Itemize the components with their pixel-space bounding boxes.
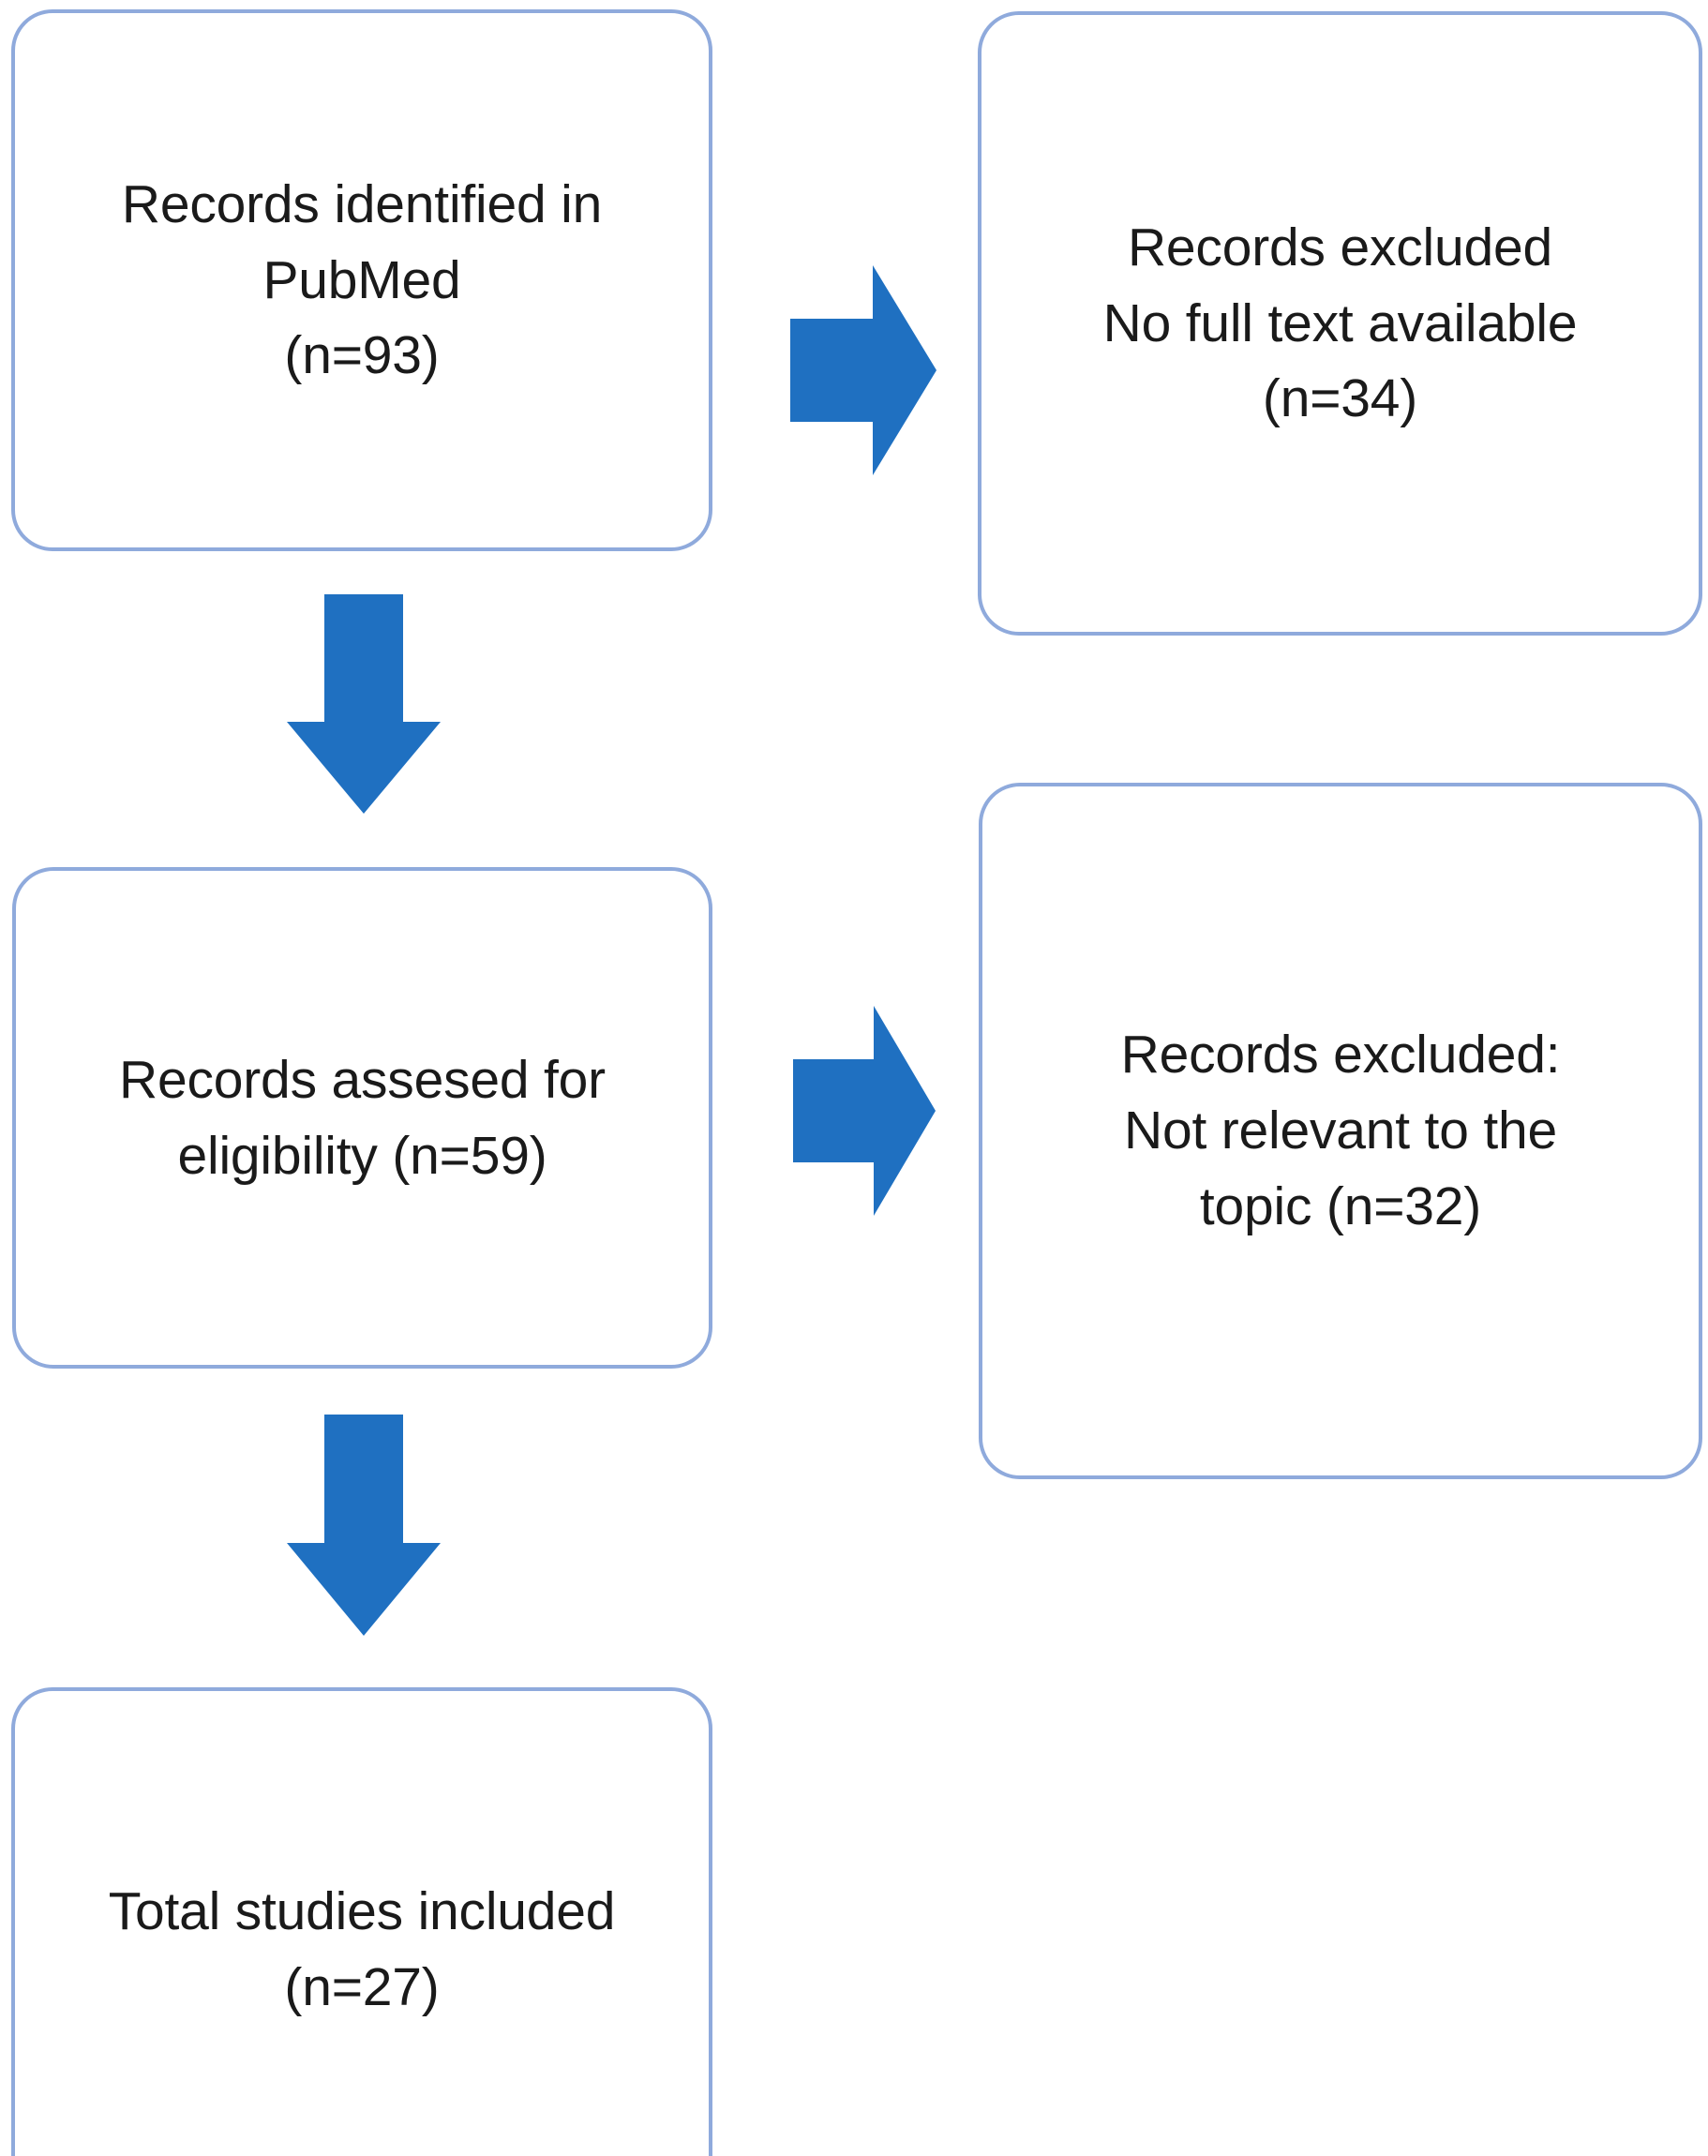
flow-box-records-assessed-eligibility: Records assesed for eligibility (n=59) bbox=[12, 867, 712, 1369]
flow-box-records-excluded-not-relevant: Records excluded: Not relevant to the to… bbox=[979, 783, 1702, 1479]
flow-box-records-excluded-no-full-text: Records excluded No full text available … bbox=[978, 11, 1702, 636]
flow-box-label: Records identified in PubMed (n=93) bbox=[121, 173, 603, 386]
flow-box-label: Records assesed for eligibility (n=59) bbox=[119, 1049, 606, 1186]
arrow-down-icon bbox=[287, 1415, 441, 1636]
arrow-right-icon bbox=[790, 265, 936, 475]
flow-box-label: Total studies included (n=27) bbox=[108, 1881, 616, 2017]
arrow-down-icon bbox=[287, 594, 441, 814]
flow-box-label: Records excluded: Not relevant to the to… bbox=[1120, 1025, 1561, 1236]
flow-box-total-studies-included: Total studies included (n=27) bbox=[11, 1687, 712, 2156]
arrow-right-icon bbox=[793, 1006, 936, 1216]
flow-box-records-identified: Records identified in PubMed (n=93) bbox=[11, 9, 712, 551]
flow-box-label: Records excluded No full text available … bbox=[1102, 217, 1578, 429]
